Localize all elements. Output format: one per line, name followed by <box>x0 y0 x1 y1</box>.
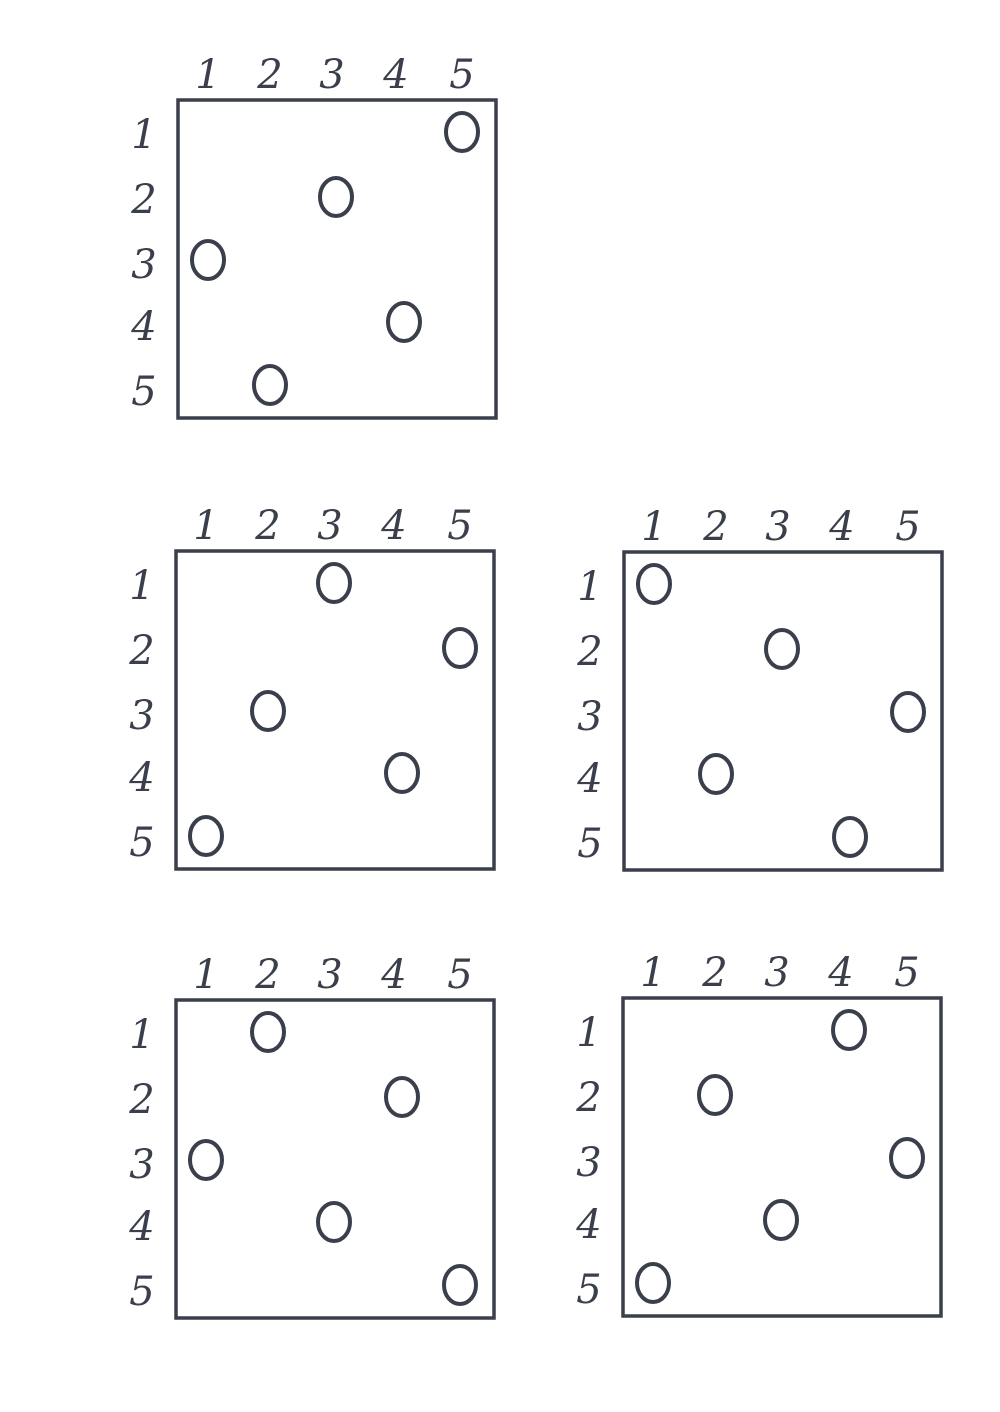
circle-mark <box>188 815 224 857</box>
row-label: 3 <box>576 1140 601 1186</box>
circle-mark <box>442 1264 478 1306</box>
board-frame <box>174 998 496 1320</box>
column-label: 4 <box>827 950 853 996</box>
row-label: 4 <box>575 1202 601 1248</box>
board-4: 1 2 3 4 5 1 2 3 4 5 <box>128 952 496 1320</box>
column-label: 2 <box>254 952 280 998</box>
column-label: 2 <box>256 52 282 98</box>
circle-mark <box>250 1011 286 1053</box>
row-label: 5 <box>131 369 156 415</box>
column-label: 5 <box>895 504 920 550</box>
circle-mark <box>831 1009 867 1051</box>
column-label: 4 <box>828 504 854 550</box>
column-label: 2 <box>701 950 727 996</box>
circle-mark <box>188 1139 224 1181</box>
column-label: 1 <box>640 950 665 996</box>
column-label: 1 <box>195 52 220 98</box>
row-label: 1 <box>129 563 154 609</box>
circle-mark <box>316 562 352 604</box>
circle-mark <box>764 628 800 670</box>
board-1: 1 2 3 4 5 1 2 3 4 5 <box>130 52 498 420</box>
row-label: 2 <box>128 1077 154 1123</box>
row-label: 2 <box>128 628 154 674</box>
row-label: 3 <box>577 694 602 740</box>
board-3: 1 2 3 4 5 1 2 3 4 5 <box>576 504 944 872</box>
row-label: 2 <box>575 1075 601 1121</box>
column-label: 5 <box>447 952 472 998</box>
marks-layer <box>636 563 926 858</box>
circle-mark <box>250 690 286 732</box>
row-label: 1 <box>577 564 602 610</box>
board-5: 1 2 3 4 5 1 2 3 4 5 <box>575 950 943 1318</box>
circle-mark <box>384 1076 420 1118</box>
column-label: 3 <box>764 950 789 996</box>
row-label: 2 <box>576 629 602 675</box>
marks-layer <box>190 111 480 406</box>
row-label: 2 <box>130 177 156 223</box>
circle-mark <box>318 176 354 218</box>
marks-layer <box>635 1009 925 1304</box>
row-label: 4 <box>128 1204 154 1250</box>
circle-mark <box>386 301 422 343</box>
row-label: 5 <box>129 1269 154 1315</box>
column-label: 2 <box>254 503 280 549</box>
circle-mark <box>442 627 478 669</box>
board-frame <box>621 996 943 1318</box>
circle-mark <box>832 816 868 858</box>
column-label: 3 <box>317 503 342 549</box>
column-label: 5 <box>449 52 474 98</box>
row-label: 3 <box>129 693 154 739</box>
column-label: 4 <box>380 952 406 998</box>
circle-mark <box>384 752 420 794</box>
circle-mark <box>190 239 226 281</box>
row-label: 5 <box>577 821 602 867</box>
row-label: 4 <box>128 755 154 801</box>
circle-mark <box>635 1262 671 1304</box>
column-label: 2 <box>702 504 728 550</box>
row-label: 5 <box>129 820 154 866</box>
column-label: 1 <box>641 504 666 550</box>
row-label: 1 <box>129 1012 154 1058</box>
circle-mark <box>698 753 734 795</box>
board-2: 1 2 3 4 5 1 2 3 4 5 <box>128 503 496 871</box>
row-label: 3 <box>129 1142 154 1188</box>
column-label: 3 <box>319 52 344 98</box>
board-frame <box>176 98 498 420</box>
column-label: 4 <box>382 52 408 98</box>
row-label: 4 <box>130 304 156 350</box>
column-label: 5 <box>447 503 472 549</box>
column-label: 1 <box>193 952 218 998</box>
circle-mark <box>889 1137 925 1179</box>
circle-mark <box>252 364 288 406</box>
column-label: 3 <box>317 952 342 998</box>
row-label: 5 <box>576 1267 601 1313</box>
marks-layer <box>188 562 478 857</box>
row-label: 1 <box>131 112 156 158</box>
circle-mark <box>763 1199 799 1241</box>
circle-mark <box>697 1074 733 1116</box>
column-label: 4 <box>380 503 406 549</box>
circle-mark <box>636 563 672 605</box>
row-label: 3 <box>131 242 156 288</box>
marks-layer <box>188 1011 478 1306</box>
board-frame <box>622 550 944 872</box>
board-frame <box>174 549 496 871</box>
column-label: 3 <box>765 504 790 550</box>
column-label: 1 <box>193 503 218 549</box>
row-label: 4 <box>576 756 602 802</box>
row-label: 1 <box>576 1010 601 1056</box>
circle-mark <box>316 1201 352 1243</box>
circle-mark <box>890 691 926 733</box>
circle-mark <box>444 111 480 153</box>
column-label: 5 <box>894 950 919 996</box>
